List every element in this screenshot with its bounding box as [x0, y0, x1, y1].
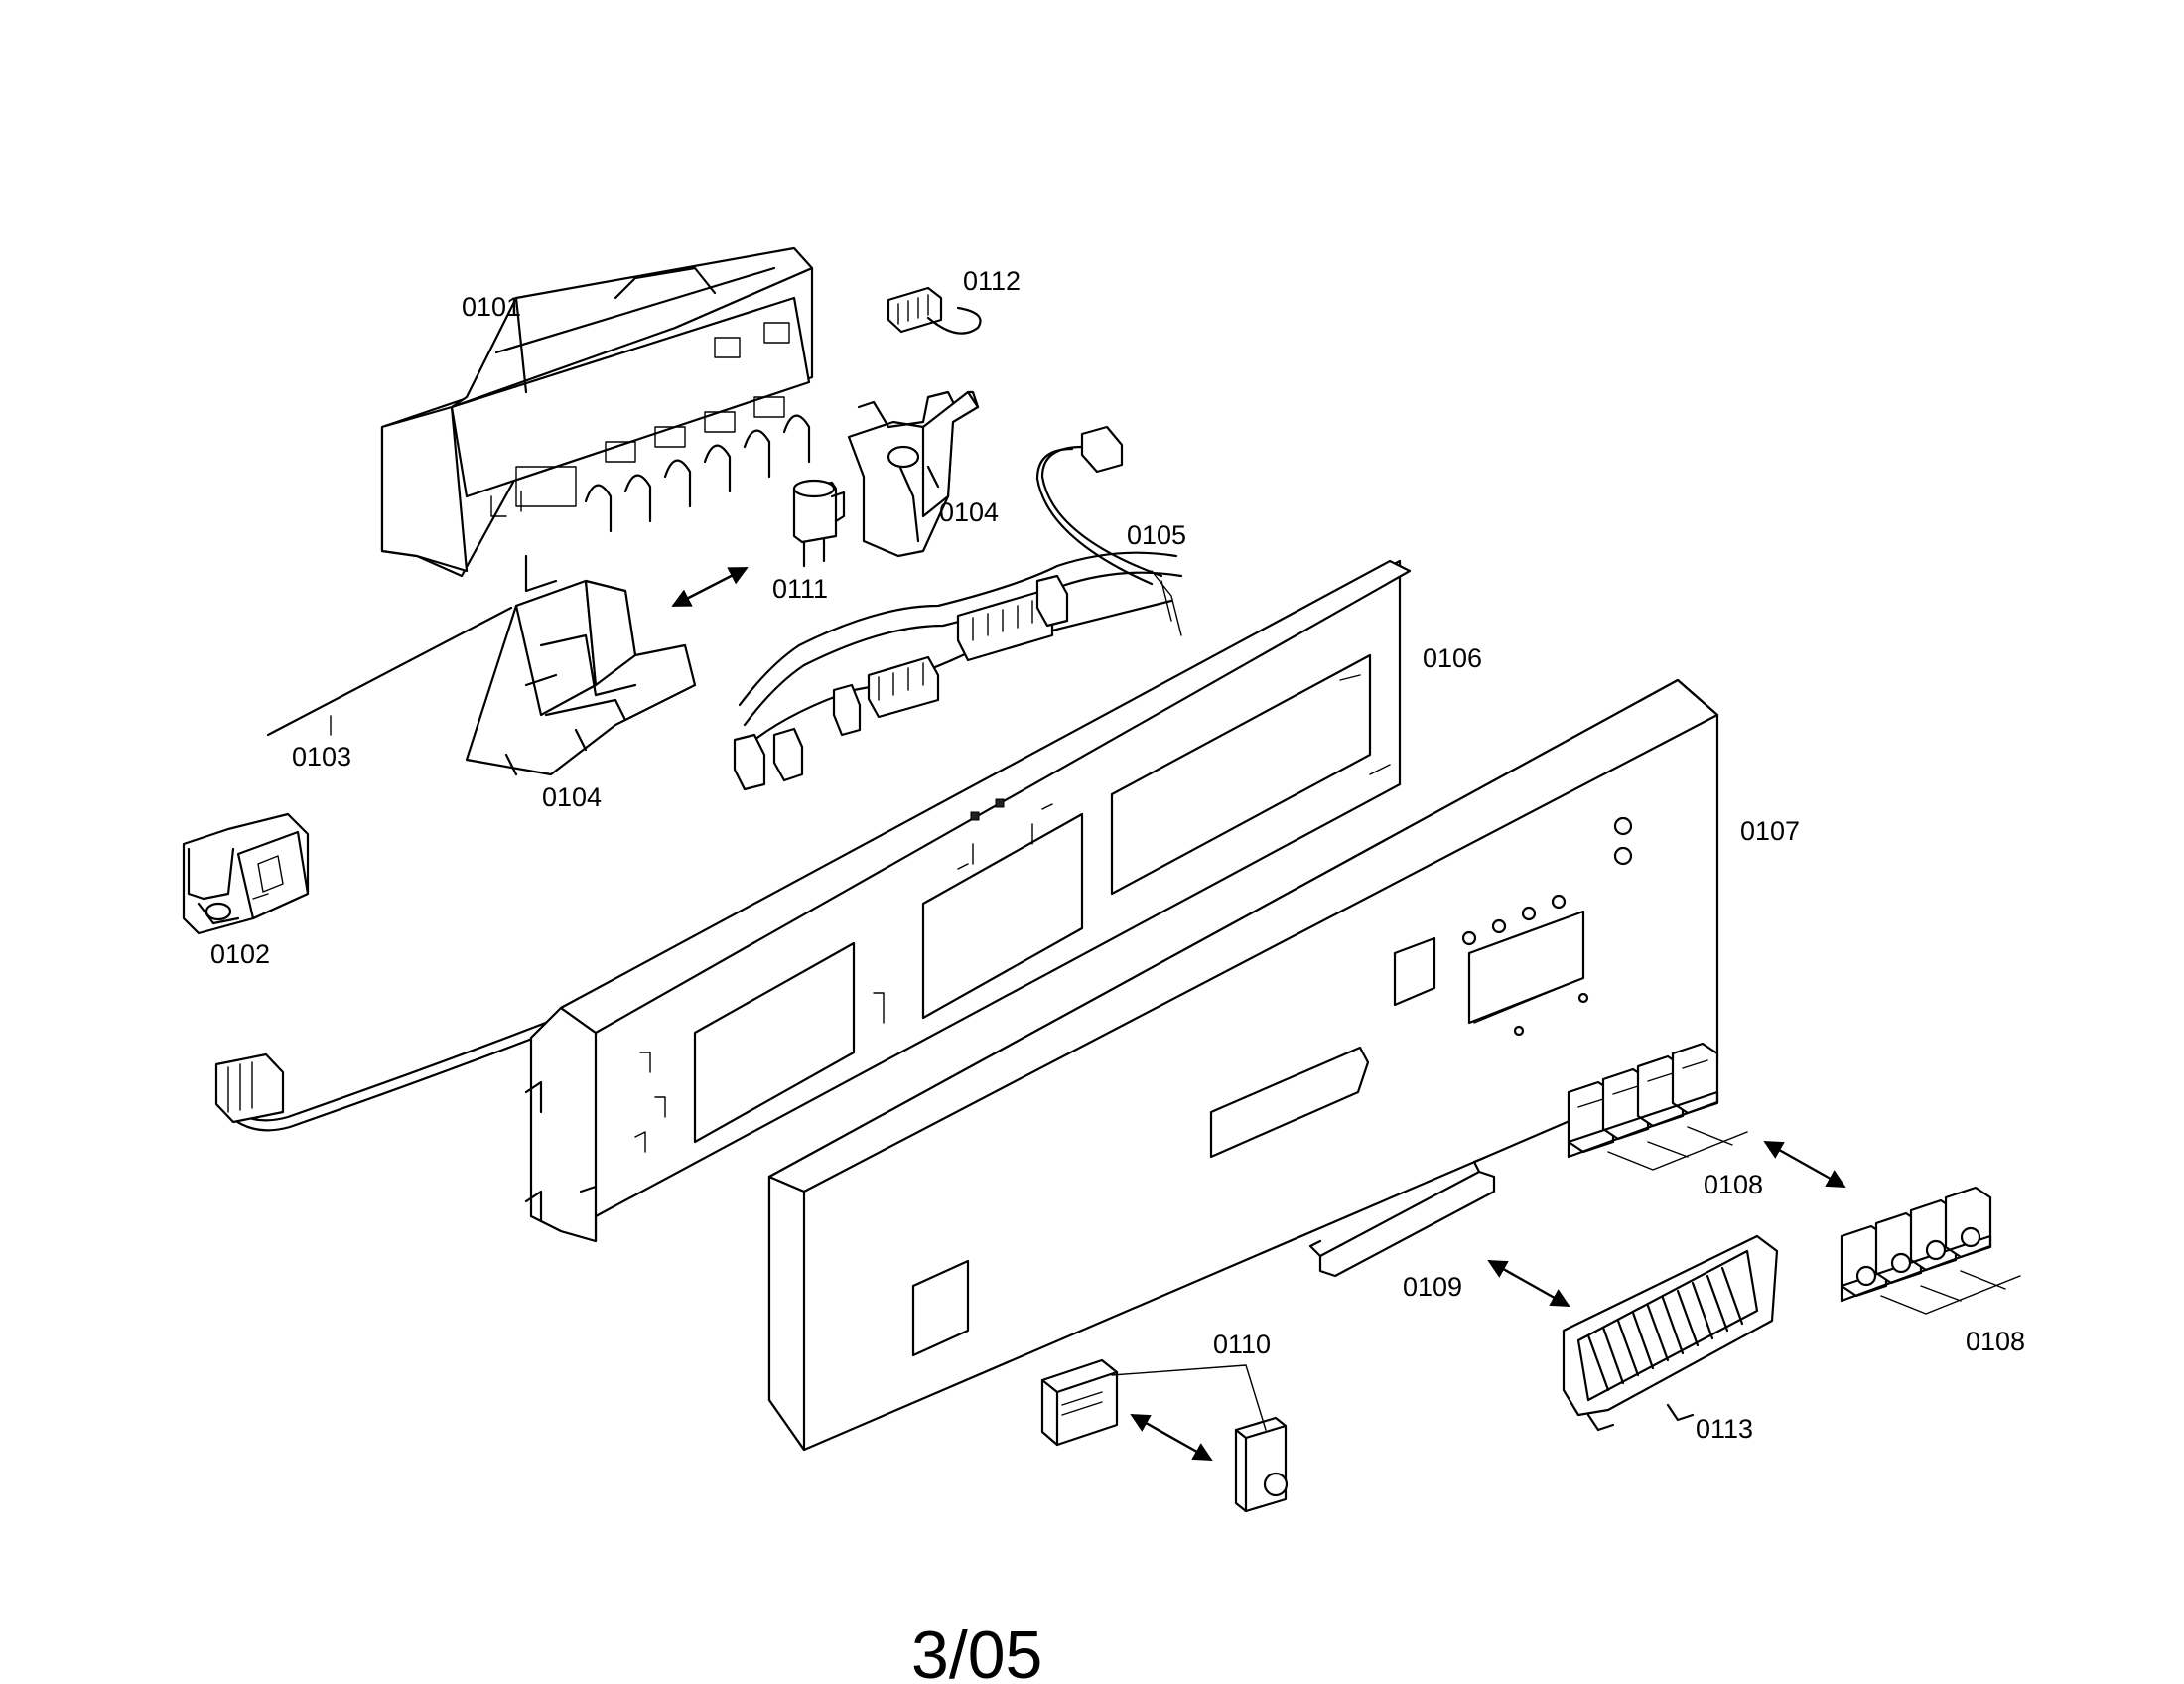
label-0103: 0103 [292, 742, 351, 772]
part-0111-relay [792, 479, 846, 568]
part-0109-cover-strip [1308, 1156, 1496, 1278]
label-0111: 0111 [772, 574, 828, 604]
part-0108-upper-button-set [1567, 1042, 1748, 1171]
label-0108-lower: 0108 [1966, 1327, 2025, 1356]
label-0112: 0112 [963, 266, 1021, 296]
label-0105: 0105 [1127, 520, 1186, 550]
label-0107: 0107 [1740, 816, 1800, 846]
part-0112-connector [887, 286, 982, 335]
part-0102-switch-block [182, 812, 310, 935]
label-0113: 0113 [1696, 1414, 1753, 1444]
part-0103-wire [266, 606, 513, 737]
part-0106-inner-frame [524, 559, 1412, 1243]
exchange-arrows [671, 566, 1846, 1462]
label-0101: 0101 [462, 292, 521, 322]
part-0107-front-panel [767, 678, 1719, 1452]
label-0102: 0102 [210, 939, 270, 969]
part-0113-handle [1562, 1234, 1779, 1432]
part-0104-lower-holder [465, 579, 697, 776]
part-0101-control-module [380, 246, 814, 593]
part-0110-knob-cap [1040, 1358, 1289, 1513]
label-0109: 0109 [1403, 1272, 1462, 1302]
label-0108-upper: 0108 [1704, 1170, 1763, 1199]
label-0104-lower: 0104 [542, 782, 602, 812]
page-number: 3/05 [911, 1617, 1042, 1684]
label-0106: 0106 [1423, 643, 1482, 673]
label-0104-upper: 0104 [939, 497, 999, 527]
part-0104-upper-actuator [847, 390, 980, 558]
label-0110: 0110 [1213, 1330, 1271, 1359]
part-0108-lower-button-set [1840, 1186, 2021, 1315]
part-labels: 0101 0112 0104 0105 0111 0106 0103 0104 … [210, 266, 2025, 1444]
